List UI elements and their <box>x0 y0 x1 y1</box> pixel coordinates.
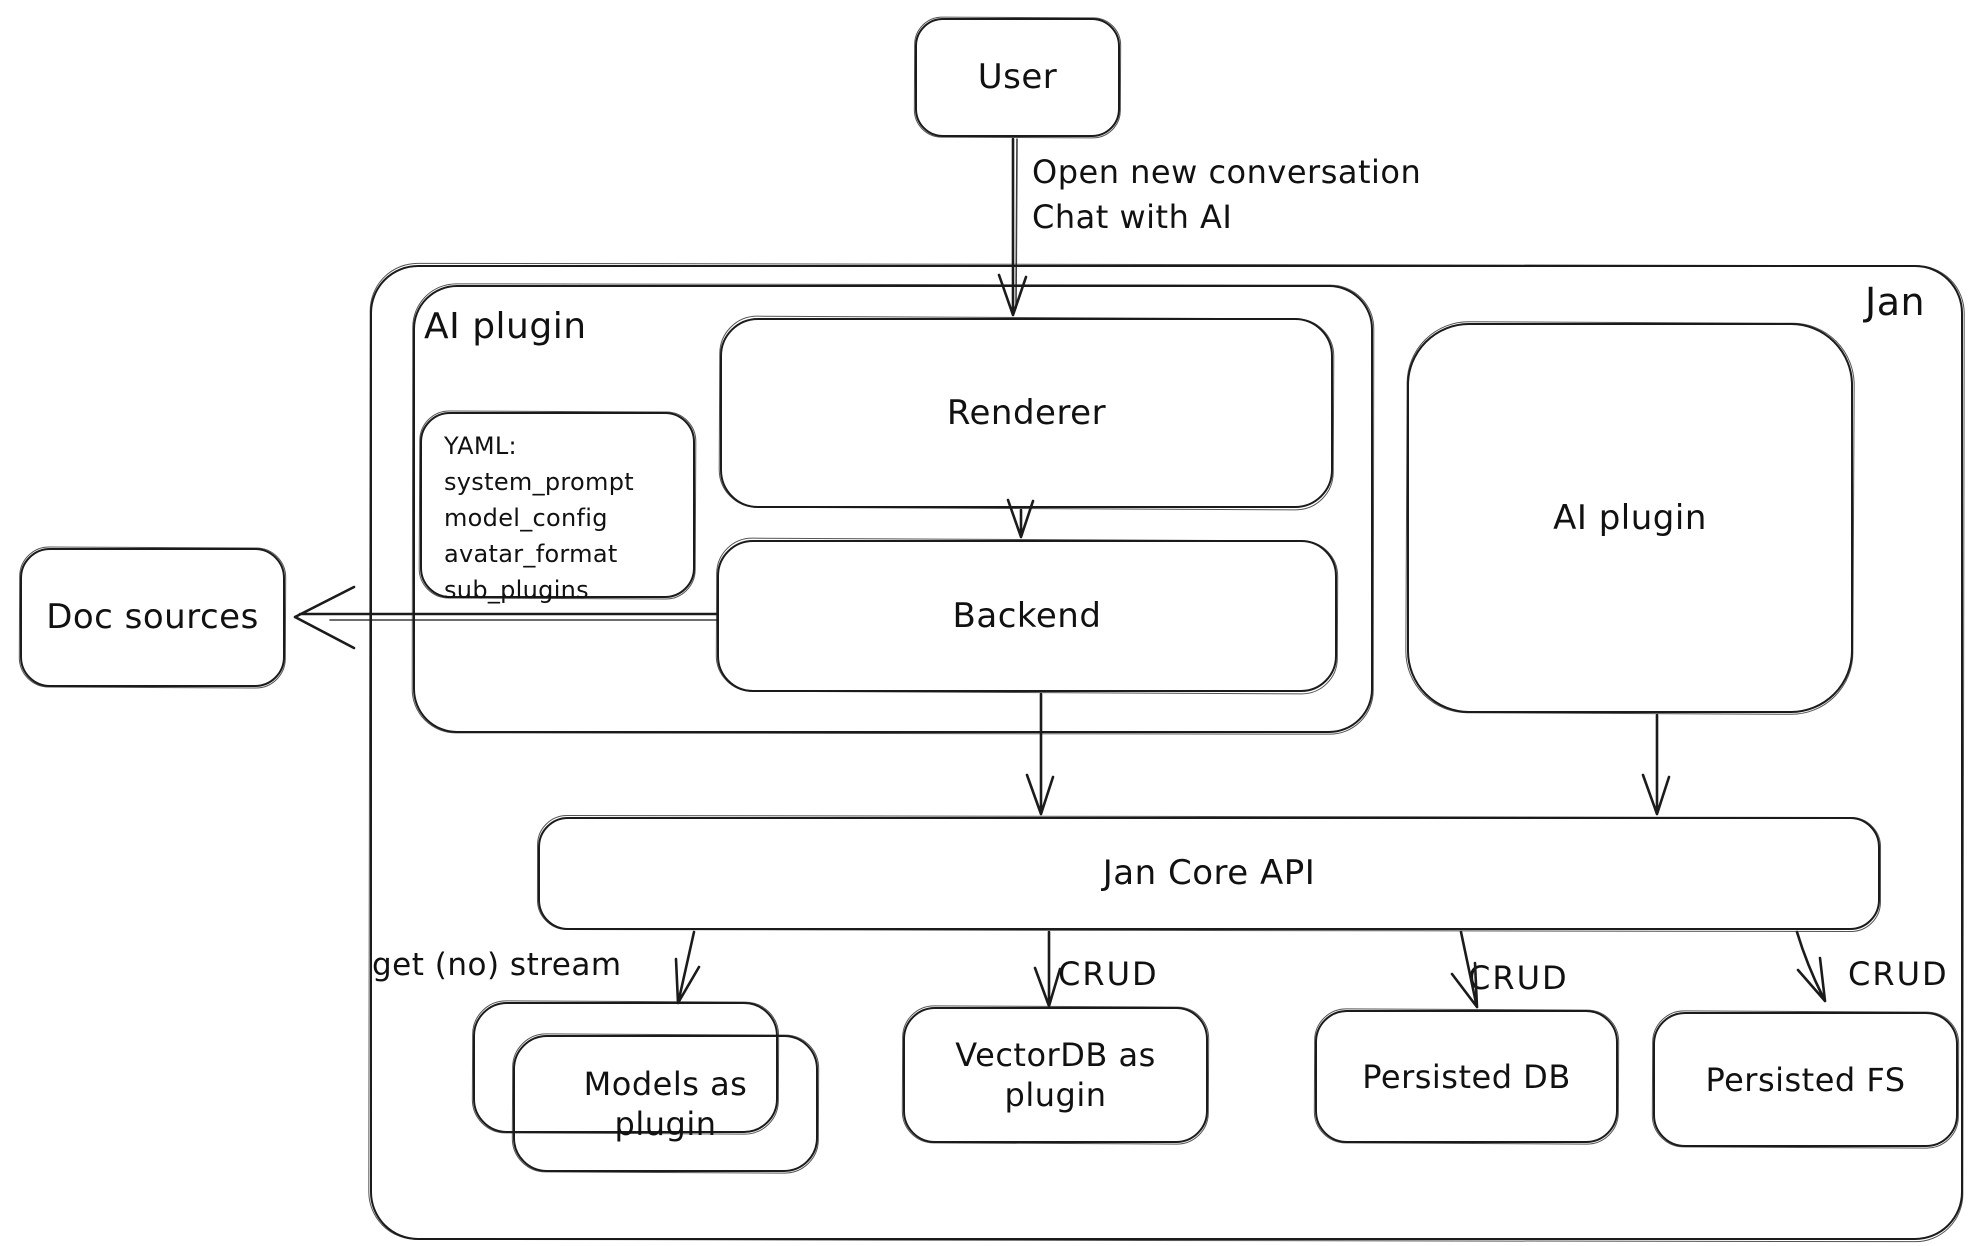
node-persisted-db: Persisted DB <box>1315 1010 1618 1143</box>
node-renderer: Renderer <box>720 318 1333 508</box>
edge-label-crud-vectordb: CRUD <box>1058 955 1159 993</box>
node-persisted-fs: Persisted FS <box>1653 1012 1958 1147</box>
edge-label-get-no-stream: get (no) stream <box>372 947 622 983</box>
yaml-line: sub_plugins <box>444 576 589 604</box>
node-backend-label: Backend <box>952 595 1102 636</box>
node-yaml-note: YAML: system_prompt model_config avatar_… <box>420 412 695 604</box>
node-doc-sources-label: Doc sources <box>46 597 259 638</box>
node-jan-core-api: Jan Core API <box>538 817 1880 930</box>
yaml-line: YAML: <box>444 432 517 460</box>
node-backend: Backend <box>717 540 1337 692</box>
ai-plugin-container-label: AI plugin <box>424 306 587 347</box>
node-models-as-plugin-label: Models as plugin <box>583 1064 748 1143</box>
node-persisted-db-label: Persisted DB <box>1362 1057 1571 1096</box>
node-persisted-fs-label: Persisted FS <box>1705 1060 1906 1099</box>
node-ai-plugin-right: AI plugin <box>1407 323 1853 713</box>
jan-container-label: Jan <box>1865 280 1926 324</box>
node-jan-core-api-label: Jan Core API <box>1102 853 1316 894</box>
node-user: User <box>915 18 1120 137</box>
edge-label-crud-persisted-fs: CRUD <box>1848 955 1949 993</box>
yaml-note-text: YAML: system_prompt model_config avatar_… <box>422 414 634 608</box>
edge-label-line: Open new conversation <box>1032 153 1422 191</box>
node-ai-plugin-right-label: AI plugin <box>1553 497 1707 538</box>
node-models-as-plugin: Models as plugin <box>513 1035 818 1172</box>
node-user-label: User <box>977 57 1058 98</box>
node-renderer-label: Renderer <box>946 392 1107 433</box>
edge-label-crud-persisted-db: CRUD <box>1468 959 1569 997</box>
edge-label-line: Chat with AI <box>1032 197 1233 236</box>
yaml-line: avatar_format <box>444 540 618 568</box>
node-vectordb-as-plugin-label: VectorDB as plugin <box>955 1036 1156 1114</box>
node-vectordb-as-plugin: VectorDB as plugin <box>903 1007 1208 1143</box>
edge-label-user-to-renderer: Open new conversation Chat with AI <box>1032 150 1421 240</box>
yaml-line: model_config <box>444 504 608 532</box>
yaml-line: system_prompt <box>444 468 634 496</box>
node-doc-sources: Doc sources <box>20 548 285 687</box>
